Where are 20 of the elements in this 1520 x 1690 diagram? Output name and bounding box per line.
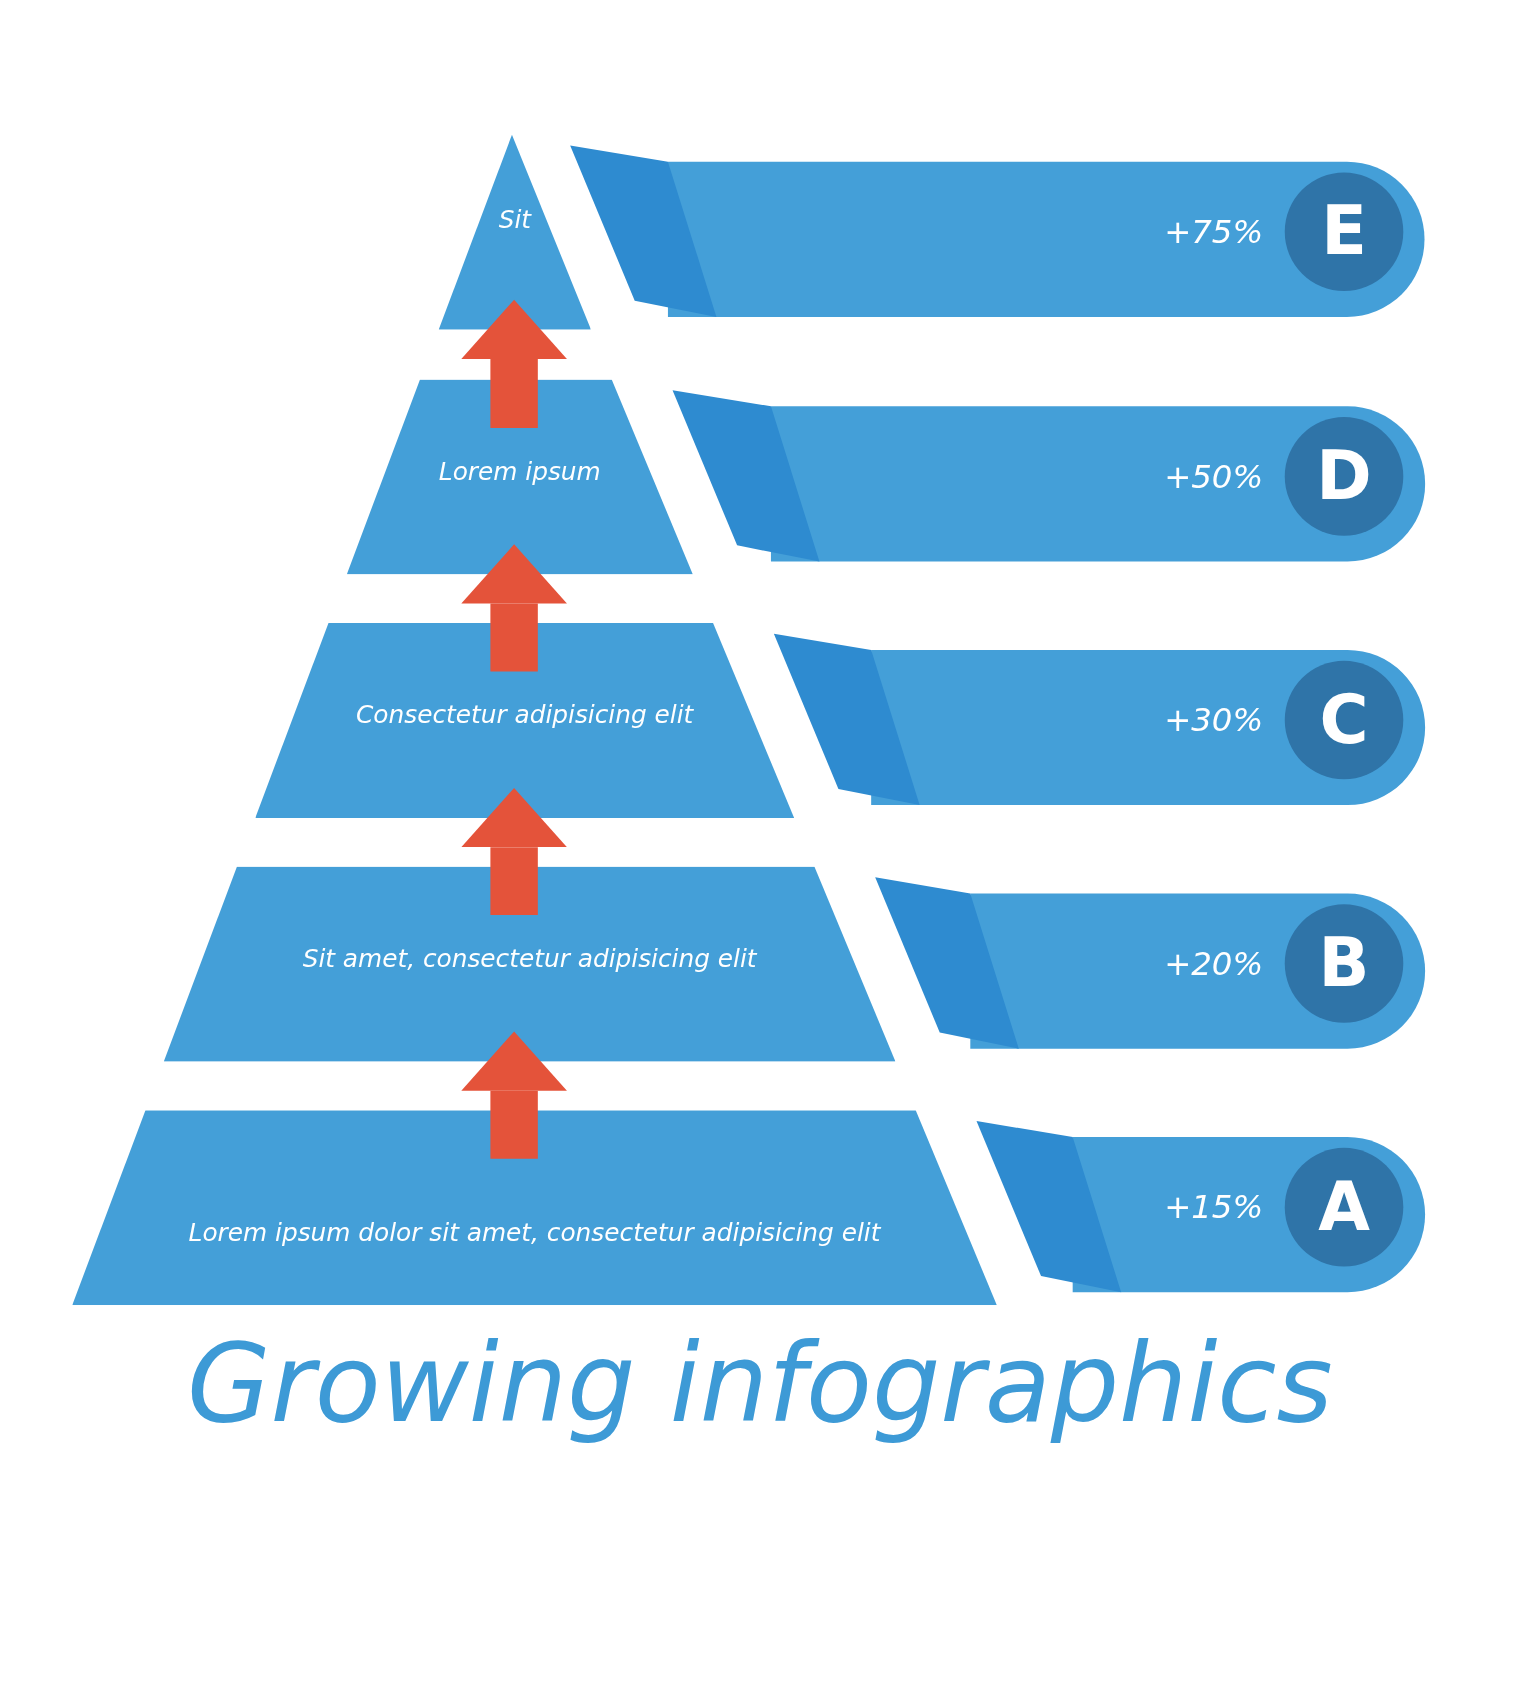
ribbon-banner (773, 633, 1425, 806)
level-label: Lorem ipsum (437, 457, 602, 485)
percent-label: +20% (1164, 944, 1264, 982)
percent-label: +30% (1164, 700, 1264, 739)
arrow (461, 544, 567, 672)
level-label: Lorem ipsum dolor sit amet, consectetur adipisicing elit (187, 1217, 882, 1246)
arrow (461, 787, 567, 916)
percent-label: +50% (1164, 457, 1264, 495)
arrow (461, 1031, 567, 1159)
ribbon-banner (570, 145, 1425, 317)
arrow (461, 299, 567, 428)
percent-label: +75% (1164, 212, 1264, 251)
ribbon-banner (672, 390, 1425, 562)
level-label: Sit amet, consectetur adipisicing elit (301, 944, 758, 973)
ribbon-banner (976, 1120, 1425, 1293)
title: Growing infographics (185, 1320, 1334, 1447)
ribbon-banner (874, 877, 1425, 1049)
percent-label: +15% (1164, 1187, 1264, 1226)
level-label: Consectetur adipisicing elit (355, 700, 695, 729)
level-label: Sit (497, 205, 533, 234)
